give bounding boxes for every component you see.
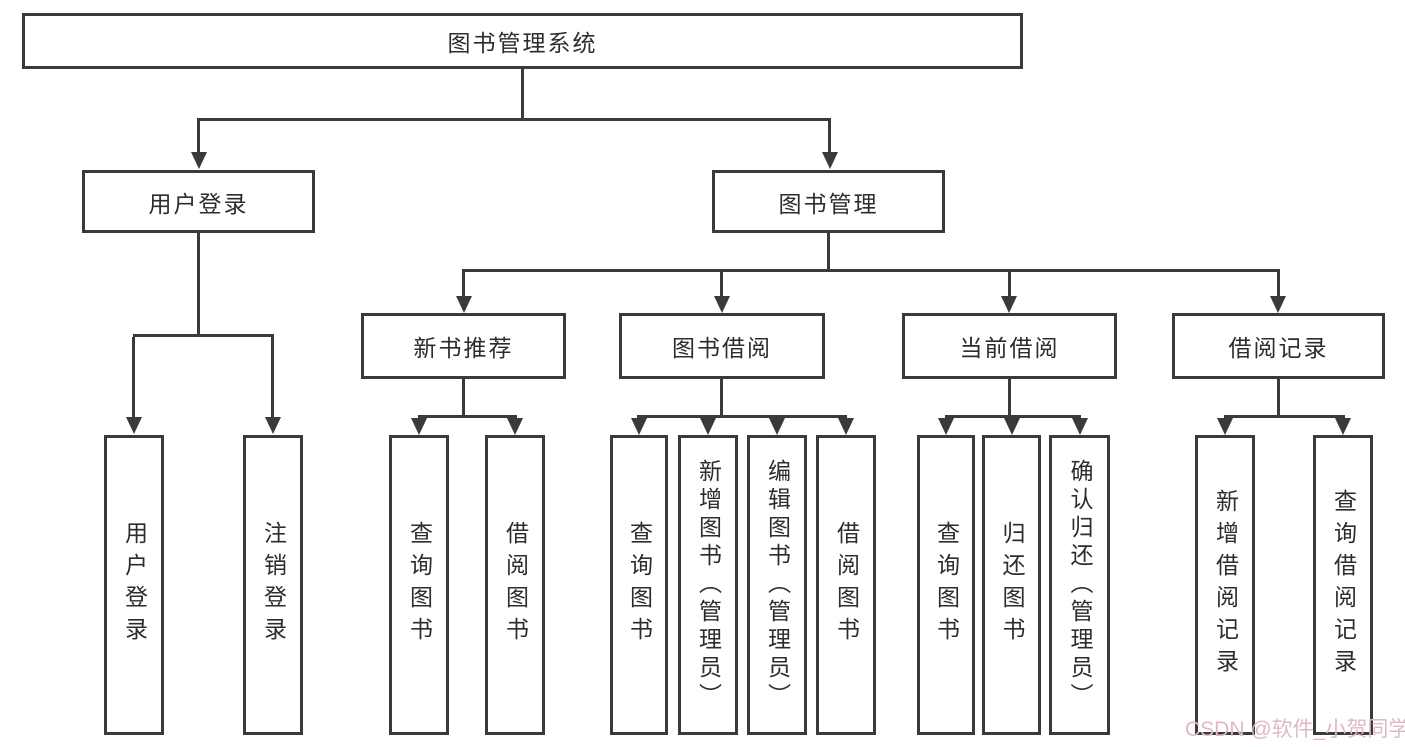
node-new-book-recommendation: 新书推荐 bbox=[361, 313, 566, 379]
leaf-nb-query-books: 查询图书 bbox=[389, 435, 449, 735]
leaf-label: 借阅图书 bbox=[502, 521, 529, 649]
arrowhead-login-leaf bbox=[126, 417, 142, 434]
node-label: 用户登录 bbox=[148, 190, 249, 217]
leaf-label: 归还图书 bbox=[999, 521, 1025, 649]
leaf-label: 查询图书 bbox=[933, 521, 960, 649]
connector-drop-current-borrow bbox=[1008, 272, 1011, 296]
connector-cb-stem bbox=[1008, 379, 1011, 417]
arrowhead-user-login bbox=[191, 152, 207, 169]
arrowhead-bb-query bbox=[631, 418, 647, 435]
arrowhead-book-borrow bbox=[714, 296, 730, 313]
arrowhead-current-borrow bbox=[1001, 296, 1017, 313]
node-borrowing-records: 借阅记录 bbox=[1172, 313, 1385, 379]
node-library-management-system: 图书管理系统 bbox=[22, 13, 1023, 69]
arrowhead-nb-borrow bbox=[507, 418, 523, 435]
leaf-cb-return-books: 归还图书 bbox=[982, 435, 1041, 735]
node-label: 图书管理系统 bbox=[447, 30, 598, 56]
connector-nb-bar bbox=[418, 415, 517, 418]
leaf-label: 注销登录 bbox=[260, 521, 287, 649]
connector-root-stem bbox=[521, 69, 524, 120]
connector-drop-logout-leaf bbox=[271, 337, 274, 417]
connector-userlogin-bar bbox=[133, 334, 274, 337]
arrowhead-borrow-records bbox=[1270, 296, 1286, 313]
node-label: 当前借阅 bbox=[959, 335, 1060, 361]
arrowhead-br-query bbox=[1335, 418, 1351, 435]
leaf-bb-borrow-books: 借阅图书 bbox=[816, 435, 876, 735]
node-label: 图书借阅 bbox=[672, 335, 772, 361]
node-user-login: 用户登录 bbox=[82, 170, 315, 233]
leaf-label: 查询图书 bbox=[626, 521, 653, 649]
node-label: 借阅记录 bbox=[1228, 335, 1329, 361]
connector-drop-book-borrow bbox=[720, 272, 723, 296]
arrowhead-nb-query bbox=[411, 418, 427, 435]
arrowhead-new-books bbox=[456, 296, 472, 313]
connector-userlogin-stem bbox=[197, 233, 200, 336]
leaf-label: 新增图书（管理员） bbox=[695, 459, 722, 711]
leaf-label: 用户登录 bbox=[121, 521, 148, 649]
leaf-cb-confirm-return-admin: 确认归还（管理员） bbox=[1049, 435, 1110, 735]
leaf-label: 确认归还（管理员） bbox=[1067, 459, 1093, 711]
leaf-bb-edit-books-admin: 编辑图书（管理员） bbox=[747, 435, 807, 735]
arrowhead-cb-confirm bbox=[1072, 418, 1088, 435]
leaf-label: 新增借阅记录 bbox=[1212, 489, 1239, 681]
leaf-cb-query-books: 查询图书 bbox=[917, 435, 975, 735]
connector-drop-borrow-records bbox=[1277, 272, 1280, 296]
leaf-user-login: 用户登录 bbox=[104, 435, 164, 735]
arrowhead-bb-add bbox=[700, 418, 716, 435]
leaf-nb-borrow-books: 借阅图书 bbox=[485, 435, 545, 735]
leaf-bb-query-books: 查询图书 bbox=[610, 435, 668, 735]
connector-nb-stem bbox=[462, 379, 465, 417]
node-label: 图书管理 bbox=[778, 190, 879, 217]
connector-drop-login-leaf bbox=[132, 337, 135, 417]
connector-cb-bar bbox=[945, 415, 1081, 418]
leaf-logout: 注销登录 bbox=[243, 435, 303, 735]
connector-root-bar bbox=[197, 118, 831, 121]
node-book-management: 图书管理 bbox=[712, 170, 945, 233]
leaf-br-add-record: 新增借阅记录 bbox=[1195, 435, 1255, 735]
arrowhead-cb-return bbox=[1004, 418, 1020, 435]
connector-br-bar bbox=[1224, 415, 1345, 418]
arrowhead-bb-borrow bbox=[838, 418, 854, 435]
connector-bb-stem bbox=[720, 379, 723, 417]
connector-drop-new-books bbox=[462, 272, 465, 296]
node-book-borrowing: 图书借阅 bbox=[619, 313, 825, 379]
arrowhead-logout-leaf bbox=[265, 417, 281, 434]
leaf-br-query-record: 查询借阅记录 bbox=[1313, 435, 1373, 735]
connector-drop-user-login bbox=[197, 121, 200, 152]
arrowhead-cb-query bbox=[938, 418, 954, 435]
leaf-bb-add-books-admin: 新增图书（管理员） bbox=[678, 435, 738, 735]
leaf-label: 编辑图书（管理员） bbox=[764, 459, 791, 711]
leaf-label: 查询图书 bbox=[406, 521, 433, 649]
connector-br-stem bbox=[1277, 379, 1280, 417]
arrowhead-br-add bbox=[1217, 418, 1233, 435]
arrowhead-bb-edit bbox=[769, 418, 785, 435]
connector-bookmgmt-bar bbox=[462, 269, 1280, 272]
connector-drop-book-management bbox=[828, 121, 831, 152]
connector-bb-bar bbox=[637, 415, 847, 418]
connector-bookmgmt-stem bbox=[827, 233, 830, 271]
node-current-borrowing: 当前借阅 bbox=[902, 313, 1117, 379]
node-label: 新书推荐 bbox=[413, 335, 514, 361]
arrowhead-book-management bbox=[822, 152, 838, 169]
leaf-label: 查询借阅记录 bbox=[1330, 489, 1357, 681]
leaf-label: 借阅图书 bbox=[833, 521, 860, 649]
csdn-watermark: CSDN @软件_小贺同学 bbox=[1185, 718, 1405, 741]
